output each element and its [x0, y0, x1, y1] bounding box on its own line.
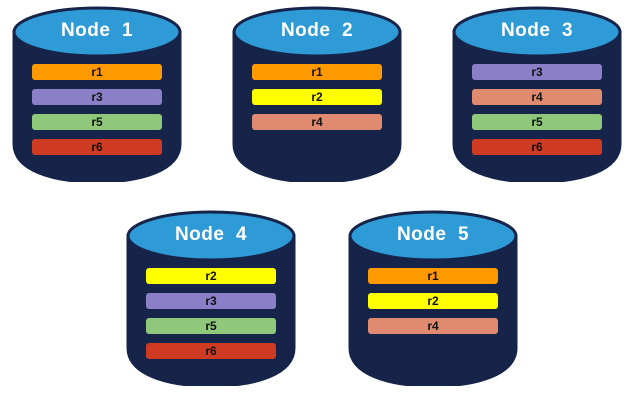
partition-bar[interactable]: r1 [368, 268, 498, 284]
partition-bar[interactable]: r3 [472, 64, 602, 80]
partition-bar[interactable]: r5 [146, 318, 276, 334]
partition-bar[interactable]: r3 [146, 293, 276, 309]
cylinder-top [232, 6, 402, 58]
node-title: Node 1 [60, 20, 134, 41]
partition-bar[interactable]: r4 [252, 114, 382, 130]
database-node[interactable]: Node 2 r1 r2 r4 [228, 4, 406, 182]
partition-list: r1 r2 r4 [368, 268, 498, 334]
partition-list: r2 r3 r5 r6 [146, 268, 276, 359]
cylinder-top [348, 210, 518, 262]
partition-bar[interactable]: r5 [32, 114, 162, 130]
database-node[interactable]: Node 4 r2 r3 r5 r6 [122, 208, 300, 386]
partition-bar[interactable]: r4 [368, 318, 498, 334]
database-node[interactable]: Node 1 r1 r3 r5 r6 [8, 4, 186, 182]
partition-bar[interactable]: r2 [146, 268, 276, 284]
partition-bar[interactable]: r3 [32, 89, 162, 105]
partition-bar[interactable]: r1 [252, 64, 382, 80]
node-title: Node 5 [396, 224, 470, 245]
partition-bar[interactable]: r6 [32, 139, 162, 155]
partition-bar[interactable]: r6 [146, 343, 276, 359]
partition-bar[interactable]: r2 [252, 89, 382, 105]
database-node[interactable]: Node 3 r3 r4 r5 r6 [448, 4, 626, 182]
node-title: Node 2 [280, 20, 354, 41]
partition-bar[interactable]: r2 [368, 293, 498, 309]
partition-bar[interactable]: r6 [472, 139, 602, 155]
partition-bar[interactable]: r1 [32, 64, 162, 80]
cylinder-top [452, 6, 622, 58]
node-title: Node 3 [500, 20, 574, 41]
cylinder-top [12, 6, 182, 58]
partition-list: r3 r4 r5 r6 [472, 64, 602, 155]
node-title: Node 4 [174, 224, 248, 245]
database-node[interactable]: Node 5 r1 r2 r4 [344, 208, 522, 386]
partition-bar[interactable]: r4 [472, 89, 602, 105]
partition-list: r1 r3 r5 r6 [32, 64, 162, 155]
partition-list: r1 r2 r4 [252, 64, 382, 130]
cylinder-top [126, 210, 296, 262]
partition-bar[interactable]: r5 [472, 114, 602, 130]
